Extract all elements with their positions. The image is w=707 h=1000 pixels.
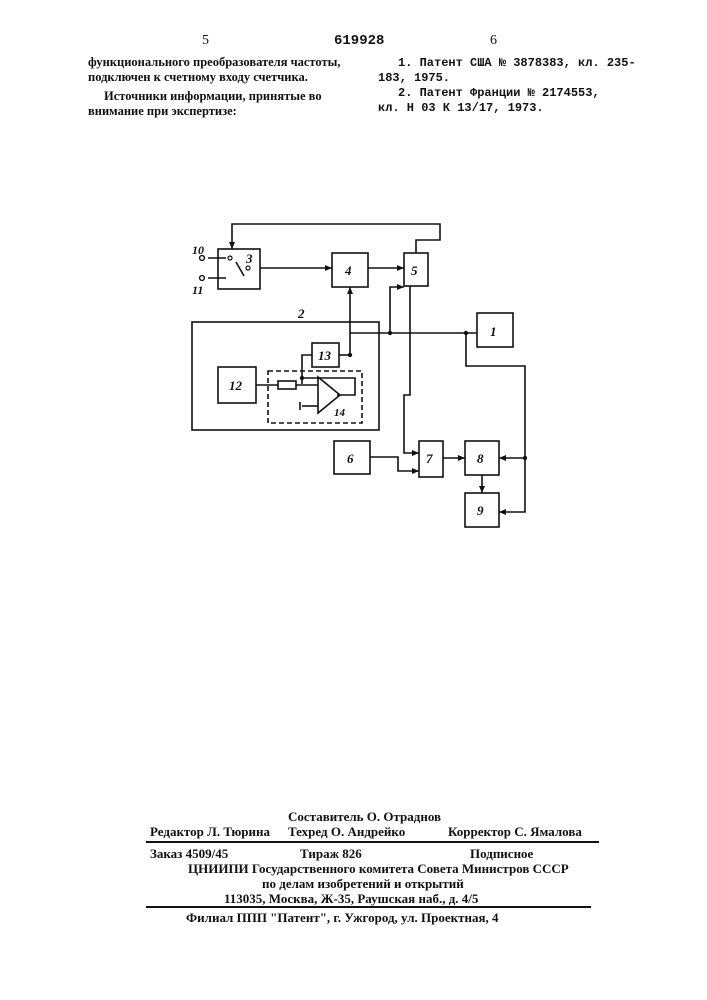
block-3-outline <box>218 249 260 289</box>
imprint-circulation: Тираж 826 <box>300 846 362 861</box>
imprint-order: Заказ 4509/45 <box>150 846 228 861</box>
block-5-label: 5 <box>411 263 418 278</box>
imprint-compiler: Составитель О. Отраднов <box>288 809 441 824</box>
imprint-techred: Техред О. Андрейко <box>288 824 405 839</box>
imprint-org-line-2: по делам изобретений и открытий <box>262 876 464 891</box>
imprint-corrector: Корректор С. Ямалова <box>448 824 582 839</box>
terminal-10-label: 10 <box>192 243 204 257</box>
imprint-divider-1 <box>146 841 599 843</box>
block-9-label: 9 <box>477 503 484 518</box>
imprint-editor: Редактор Л. Тюрина <box>150 824 270 839</box>
imprint-org-line-1: ЦНИИПИ Государственного комитета Совета … <box>188 861 569 876</box>
block-3-label: 3 <box>245 251 253 266</box>
block-12-label: 12 <box>229 378 243 393</box>
block-8-label: 8 <box>477 451 484 466</box>
block-14-label: 14 <box>334 407 346 419</box>
block-7-label: 7 <box>426 451 433 466</box>
imprint-subscription: Подписное <box>470 846 533 861</box>
block-13-label: 13 <box>318 348 332 363</box>
imprint-divider-2 <box>146 906 591 908</box>
block-2-label: 2 <box>297 306 305 321</box>
block-6-label: 6 <box>347 451 354 466</box>
block-4-label: 4 <box>344 263 352 278</box>
terminal-11-label: 11 <box>192 283 203 297</box>
block-1-label: 1 <box>490 324 497 339</box>
block-2-outline <box>192 322 379 430</box>
imprint-branch: Филиал ППП "Патент", г. Ужгород, ул. Про… <box>186 910 499 925</box>
imprint-org-line-3: 113035, Москва, Ж-35, Раушская наб., д. … <box>224 891 478 906</box>
